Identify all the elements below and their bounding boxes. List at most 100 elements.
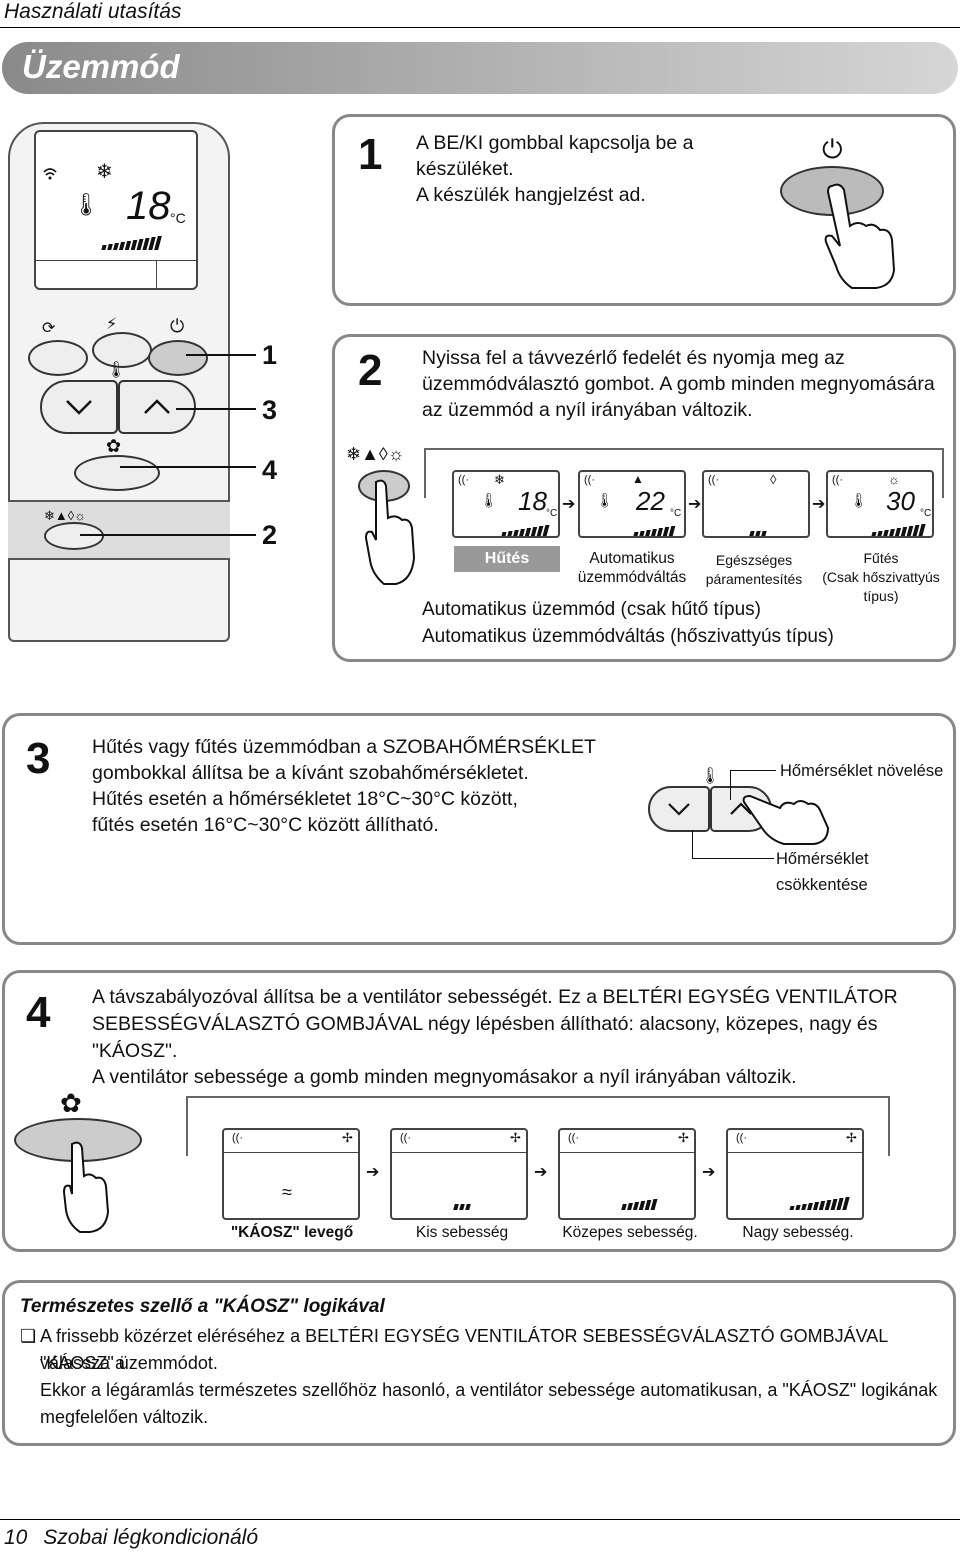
lcd-heat: ((· ☼ 🌡 30 °C: [826, 470, 934, 538]
lcd-divider: [560, 1152, 694, 1153]
remote-cover: [8, 500, 230, 560]
section-bar: Üzemmód: [2, 42, 958, 94]
lcd-fan-high: ((· ✢: [726, 1128, 864, 1220]
chevron-down-icon: [668, 803, 690, 816]
sun-icon: ☼: [888, 472, 900, 487]
fan-bars: [101, 236, 162, 250]
page-number: 10: [4, 1526, 28, 1549]
lcd-cool-unit: °C: [546, 508, 558, 519]
swing-icon: ⟳: [42, 320, 56, 337]
mode-dry-label-1: Egészséges: [715, 552, 793, 568]
mode-button[interactable]: [44, 522, 104, 550]
arrow-icon: ➔: [702, 1164, 716, 1181]
snowflake-icon: ❄: [494, 472, 505, 487]
step4-line-1: A távszabályozóval állítsa be a ventilát…: [92, 986, 898, 1008]
leader-up: [730, 770, 776, 771]
fan-small-icon: ✢: [846, 1130, 857, 1145]
mode-auto-label-2: üzemmódváltás: [577, 569, 687, 586]
hand-pointer-icon: [824, 183, 896, 289]
wifi-icon: ((·: [232, 1132, 243, 1144]
hand-pointer-icon-2: [364, 479, 416, 585]
wifi-icon: ((·: [400, 1132, 411, 1144]
fan-cycle-bracket: [186, 1096, 890, 1156]
chevron-up-icon: [730, 802, 752, 815]
fan-bars: [501, 522, 550, 536]
step4-number: 4: [26, 988, 51, 1037]
header-rule: [0, 27, 960, 28]
swing-button[interactable]: [28, 340, 88, 376]
lcd-divider: [224, 1152, 358, 1153]
chaos-icon: ≈: [282, 1182, 292, 1202]
remote-lcd: ❄ 🌡 18 °C: [34, 130, 198, 290]
callout-2: 2: [262, 520, 278, 550]
fan-small-icon: ✢: [342, 1130, 353, 1145]
fan-bars: [633, 522, 676, 536]
lcd-dry: ((· ◊: [702, 470, 810, 538]
step2-footnote-1: Automatikus üzemmód (csak hűtő típus): [422, 599, 761, 620]
chevron-up-icon: [144, 399, 170, 414]
callout-line-3: [176, 408, 256, 410]
fan-speed-button[interactable]: [74, 455, 160, 491]
drop-icon: ◊: [770, 472, 777, 487]
wifi-icon: ((·: [832, 474, 843, 486]
temp-up-button[interactable]: [118, 380, 196, 434]
step3-line-2: gombokkal állítsa be a kívánt szobahőmér…: [92, 762, 529, 784]
temp-down-button[interactable]: [40, 380, 118, 434]
lcd-cool-temp: 18: [518, 486, 547, 516]
step1-number: 1: [358, 130, 383, 179]
power-icon: ⏻: [170, 316, 185, 336]
callout-1: 1: [262, 340, 278, 370]
temp-down-illustration: [648, 786, 710, 832]
auto-icon: ▲: [632, 472, 644, 486]
step4-line-2: SEBESSÉGVÁLASZTÓ GOMBJÁVAL négy lépésben…: [92, 1013, 878, 1035]
fan-high-label: Nagy sebesség.: [742, 1224, 854, 1241]
jet-icon: ⚡: [106, 316, 118, 333]
footer-title: Szobai légkondicionáló: [43, 1526, 259, 1549]
lcd-temp: 18: [126, 184, 171, 228]
lcd-divider: [728, 1152, 862, 1153]
note-bullet: ❏: [20, 1326, 37, 1346]
leader-down: [692, 858, 774, 859]
footer-rule: [0, 1519, 960, 1520]
lcd-heat-temp: 30: [886, 486, 915, 516]
mode-symbols-icon: ❄▲◊☼: [346, 444, 405, 464]
step3-line-4: fűtés esetén 16°C~30°C között állítható.: [92, 814, 439, 836]
thermometer-icon: 🌡: [850, 492, 868, 508]
power-symbol-icon: ⏻: [822, 134, 843, 164]
lcd-divider: [392, 1152, 526, 1153]
jet-button[interactable]: [92, 332, 152, 368]
power-button[interactable]: [148, 340, 208, 376]
label-temp-down: Hőmérséklet csökkentése: [776, 850, 869, 894]
mode-auto-label-1: Automatikus: [589, 550, 675, 567]
lcd-fan-mid: ((· ✢: [558, 1128, 696, 1220]
mode-auto-label: Automatikus üzemmódváltás: [562, 549, 702, 587]
fan-icon: ✿: [60, 1088, 82, 1118]
hand-pointer-icon-3: [742, 794, 830, 845]
fan-icon: ✿: [106, 436, 122, 456]
fan-bars: [871, 522, 926, 536]
note-line-1: A frissebb közérzet eléréséhez a BELTÉRI…: [40, 1326, 888, 1373]
wifi-icon: ((·: [708, 474, 719, 486]
fan-small-icon: ✢: [510, 1130, 521, 1145]
fan-bars: [453, 1196, 471, 1210]
fan-bars: [789, 1196, 850, 1210]
step3-line-1: Hűtés vagy fűtés üzemmódban a SZOBAHŐMÉR…: [92, 736, 596, 758]
fan-bars: [621, 1196, 658, 1210]
step2-line-2: üzemmódválasztó gombot. A gomb minden me…: [422, 373, 935, 395]
step1-line-3: A készülék hangjelzést ad.: [416, 184, 646, 206]
wifi-icon: [43, 168, 57, 180]
callout-line-4: [120, 466, 256, 468]
step4-line-4: A ventilátor sebessége a gomb minden meg…: [92, 1066, 797, 1088]
wifi-icon: ((·: [568, 1132, 579, 1144]
wifi-icon: ((·: [458, 474, 469, 486]
mode-dry-label-2: páramentesítés: [705, 571, 803, 587]
mode-icons: ❄▲◊☼: [44, 508, 87, 523]
leader-down-v: [692, 830, 693, 858]
step3-number: 3: [26, 734, 51, 783]
hand-pointer-icon-4: [62, 1141, 110, 1233]
step1-line-1: A BE/KI gombbal kapcsolja be a: [416, 132, 694, 154]
mode-heat-label-1: Fűtés: [863, 550, 899, 566]
label-temp-up: Hőmérséklet növelése: [780, 762, 944, 780]
fan-mid-label: Közepes sebesség.: [562, 1224, 698, 1241]
lcd-divider: [36, 260, 196, 261]
